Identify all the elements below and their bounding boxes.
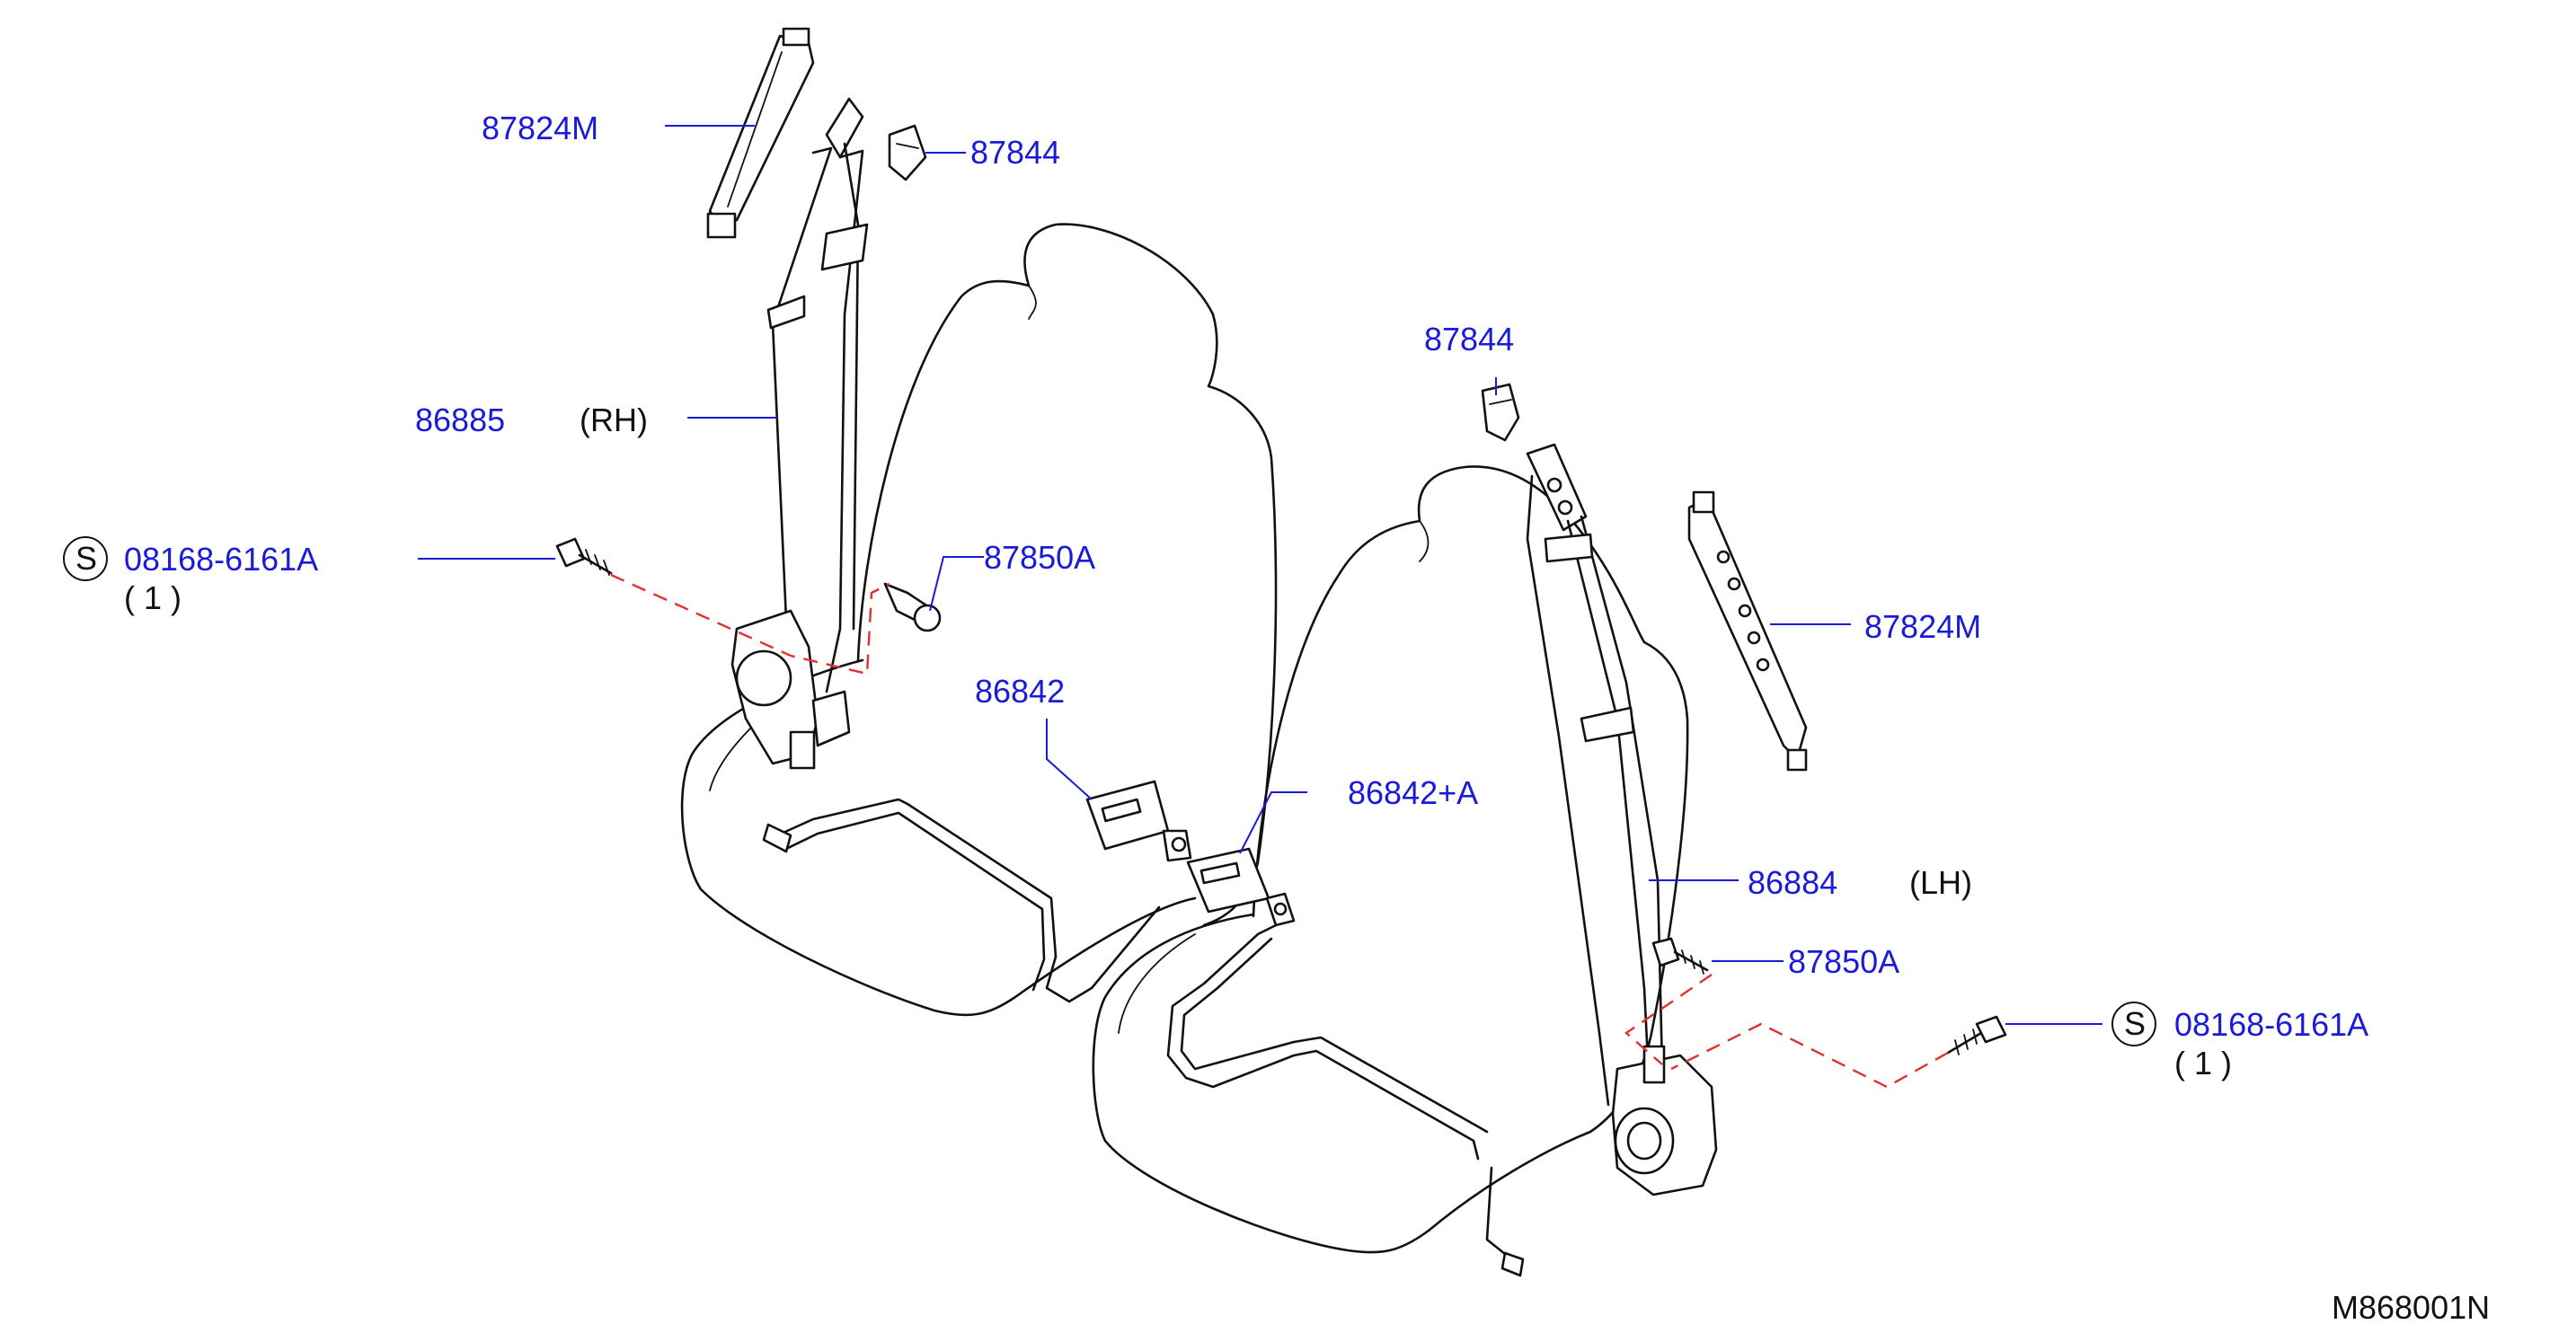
callout-86842a: 86842+A [1348, 774, 1478, 811]
rh-seat-belt-assembly [555, 27, 942, 770]
lh-seat-belt-assembly [1481, 383, 2007, 1196]
qty-lh: ( 1 ) [2174, 1045, 2232, 1081]
s-symbol-rh-letter: S [75, 540, 97, 577]
callout-86884: 86884 [1748, 864, 1837, 901]
lh-buckle [1186, 847, 1296, 927]
callout-87824m-rh: 87824M [482, 110, 598, 146]
rh-seat-drawing [680, 223, 1278, 1017]
lh-bolt-dashed-line [1670, 1022, 1949, 1089]
callout-87844-lh: 87844 [1424, 321, 1514, 358]
callout-87844-rh: 87844 [970, 134, 1060, 171]
qty-rh: ( 1 ) [124, 579, 181, 616]
diagram-code: M868001N [2332, 1289, 2490, 1326]
callout-87824m-lh: 87824M [1864, 608, 1981, 645]
callout-86842: 86842 [975, 673, 1065, 710]
callout-08168-6161a-lh: 08168-6161A [2174, 1006, 2368, 1043]
rh-buckle [1085, 780, 1192, 862]
s-symbol-lh: S [2111, 1002, 2156, 1046]
leader-lines [418, 125, 2102, 1025]
callout-lh-side: (LH) [1909, 864, 1972, 901]
rh-bolt-dashed-line [610, 573, 890, 675]
lh-anchor-dashed-line [1624, 974, 1713, 1065]
callout-87850a-lh: 87850A [1788, 943, 1899, 980]
callout-rh-side: (RH) [580, 402, 648, 438]
s-symbol-rh: S [63, 536, 108, 581]
callout-08168-6161a-rh: 08168-6161A [124, 541, 318, 578]
callout-86885: 86885 [415, 402, 505, 438]
lh-seat-drawing [1092, 465, 1689, 1277]
s-symbol-lh-letter: S [2124, 1005, 2146, 1042]
callout-87850a-rh: 87850A [984, 539, 1095, 576]
